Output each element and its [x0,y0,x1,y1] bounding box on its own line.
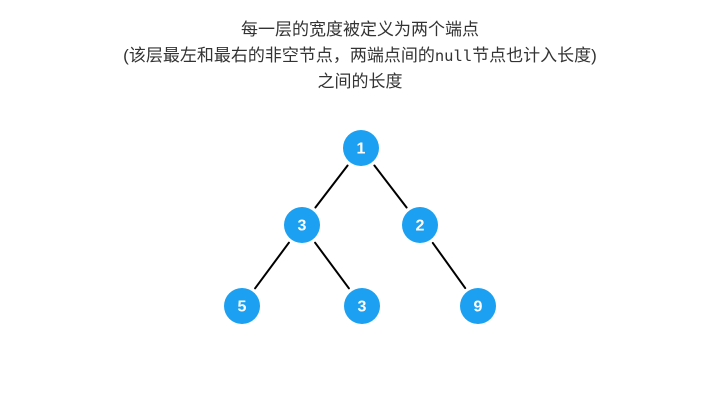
tree-node-label: 9 [474,299,483,316]
tree-node-label: 5 [238,299,247,316]
tree-edge [431,241,467,290]
caption-block: 每一层的宽度被定义为两个端点 (该层最左和最右的非空节点，两端点间的null节点… [0,17,720,95]
caption-line-1: 每一层的宽度被定义为两个端点 [241,20,479,39]
tree-node-root: 1 [343,130,379,166]
tree-node-left-right: 3 [344,288,380,324]
tree-edge [254,241,290,290]
tree-node-circle [224,288,260,324]
tree-node-circle [284,207,320,243]
tree-edge [314,164,349,209]
tree-node-circle [402,207,438,243]
caption-null-code: null [434,47,473,65]
caption-line-2-prefix: (该层最左和最右的非空节点，两端点间的 [123,46,435,65]
tree-node-label: 3 [298,218,307,235]
tree-node-circle [460,288,496,324]
tree-node-right: 2 [402,207,438,243]
tree-node-circle [343,130,379,166]
tree-edge [373,164,408,209]
caption-line-2-suffix: 节点也计入长度) [472,46,597,65]
tree-node-left-left: 5 [224,288,260,324]
tree-node-label: 2 [416,218,425,235]
caption-line-3: 之间的长度 [317,72,403,91]
caption-line-2: (该层最左和最右的非空节点，两端点间的null节点也计入长度) [0,43,720,69]
tree-node-circle [344,288,380,324]
tree-edge [314,241,350,290]
tree-node-label: 1 [357,141,366,158]
tree-node-label: 3 [358,299,367,316]
tree-node-right-right: 9 [460,288,496,324]
tree-node-left: 3 [284,207,320,243]
